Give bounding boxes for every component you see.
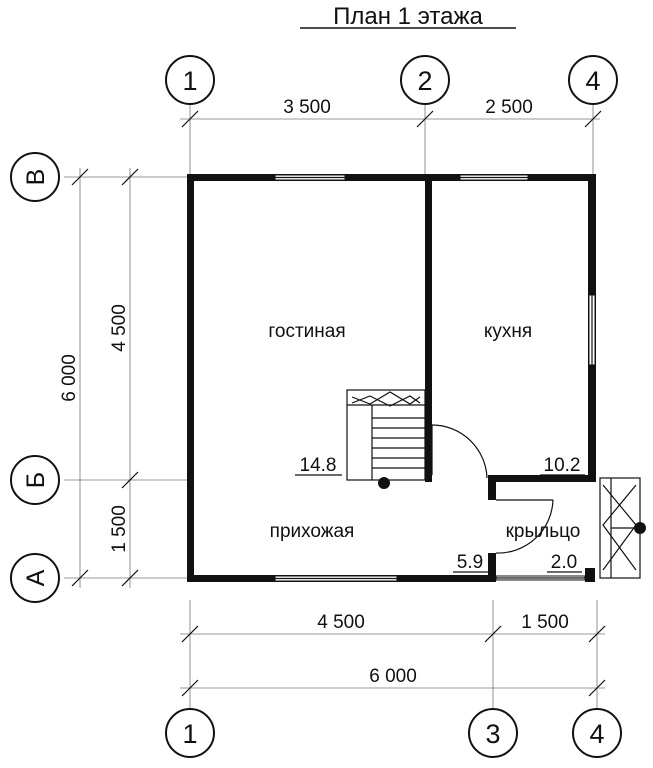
svg-text:В: В bbox=[22, 169, 50, 186]
svg-text:5.9: 5.9 bbox=[457, 552, 483, 573]
window-right-kitchen bbox=[588, 294, 596, 366]
room-area-kitchen: 10.2 bbox=[540, 455, 585, 476]
dim-left-2: 1 500 bbox=[109, 505, 130, 553]
window-bottom-hall bbox=[274, 575, 398, 582]
room-area-living: 14.8 bbox=[295, 455, 342, 476]
axis-marker-left-v: В bbox=[10, 152, 60, 202]
bottom-dimension-lines bbox=[180, 600, 606, 710]
room-area-porch: 2.0 bbox=[547, 552, 582, 573]
dim-top-1: 3 500 bbox=[283, 97, 331, 118]
axis-marker-top-4: 4 bbox=[568, 55, 618, 105]
dim-left-1: 4 500 bbox=[109, 304, 130, 352]
svg-text:Б: Б bbox=[22, 472, 50, 488]
svg-text:А: А bbox=[22, 569, 50, 586]
dim-bottom-1: 4 500 bbox=[317, 612, 365, 633]
dim-top-2: 2 500 bbox=[485, 97, 533, 118]
window-top-kitchen bbox=[459, 174, 529, 181]
room-name-kitchen: кухня bbox=[484, 321, 532, 342]
staircase bbox=[346, 389, 426, 489]
left-dimension-lines bbox=[64, 168, 190, 588]
door-entrance bbox=[495, 499, 554, 554]
dim-left-total: 6 000 bbox=[59, 354, 80, 402]
dim-bottom-total: 6 000 bbox=[369, 666, 417, 687]
axis-marker-bottom-4: 4 bbox=[572, 708, 622, 758]
room-name-living: гостиная bbox=[268, 321, 345, 342]
room-name-porch: крыльцо bbox=[506, 521, 581, 542]
svg-text:14.8: 14.8 bbox=[300, 455, 337, 476]
axis-marker-bottom-1: 1 bbox=[165, 708, 215, 758]
door-kitchen bbox=[431, 424, 488, 479]
axis-marker-left-a: А bbox=[10, 553, 60, 603]
svg-text:1: 1 bbox=[182, 66, 197, 96]
svg-text:3: 3 bbox=[485, 719, 500, 749]
axis-marker-left-b: Б bbox=[10, 455, 60, 505]
svg-text:4: 4 bbox=[589, 719, 604, 749]
window-top-living bbox=[274, 174, 346, 181]
svg-text:4: 4 bbox=[585, 66, 600, 96]
room-area-hall: 5.9 bbox=[453, 552, 488, 573]
svg-text:1: 1 bbox=[182, 719, 197, 749]
porch-steps bbox=[599, 477, 646, 579]
svg-text:10.2: 10.2 bbox=[544, 455, 581, 476]
axis-marker-bottom-3: 3 bbox=[468, 708, 518, 758]
svg-text:2.0: 2.0 bbox=[551, 552, 577, 573]
axis-marker-top-2: 2 bbox=[400, 55, 450, 105]
top-dimension-lines bbox=[180, 104, 602, 175]
svg-text:2: 2 bbox=[417, 66, 432, 96]
axis-marker-top-1: 1 bbox=[165, 55, 215, 105]
window-bottom-porch bbox=[495, 575, 586, 581]
dim-bottom-2: 1 500 bbox=[521, 612, 569, 633]
plan-title: План 1 этажа bbox=[333, 3, 483, 30]
room-name-hall: прихожая bbox=[270, 521, 355, 542]
